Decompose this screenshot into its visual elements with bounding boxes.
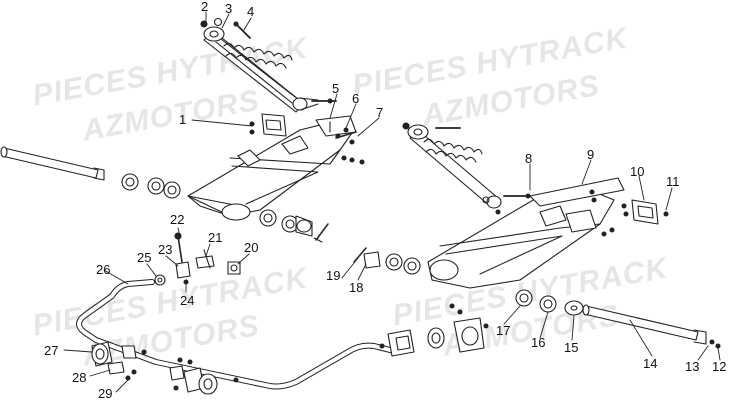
stabilizer-clamps-middle bbox=[169, 357, 239, 395]
bracket-part-1 bbox=[249, 113, 287, 137]
callout-12: 12 bbox=[712, 359, 726, 374]
callout-2: 2 bbox=[201, 0, 208, 14]
callout-6: 6 bbox=[352, 91, 359, 106]
callout-8: 8 bbox=[525, 151, 532, 166]
bushings-left-lower bbox=[259, 209, 329, 243]
bolts-6-7 bbox=[335, 127, 365, 165]
callout-16: 16 bbox=[531, 335, 545, 350]
bushings-left-upper bbox=[121, 173, 181, 199]
callout-22: 22 bbox=[170, 212, 184, 227]
rear-axle-rod bbox=[582, 304, 721, 349]
a-arm-left bbox=[187, 115, 357, 221]
shock-absorber-left bbox=[200, 17, 337, 113]
callout-23: 23 bbox=[158, 242, 172, 257]
callout-5: 5 bbox=[332, 81, 339, 96]
callout-19: 19 bbox=[326, 268, 340, 283]
callout-25: 25 bbox=[137, 250, 151, 265]
bushings-right-upper bbox=[353, 247, 421, 275]
callout-28: 28 bbox=[72, 370, 86, 385]
callout-1: 1 bbox=[179, 112, 186, 127]
callout-3: 3 bbox=[225, 1, 232, 16]
callout-9: 9 bbox=[587, 147, 594, 162]
callout-14: 14 bbox=[643, 356, 657, 371]
callout-26: 26 bbox=[96, 262, 110, 277]
callout-21: 21 bbox=[208, 230, 222, 245]
callout-7: 7 bbox=[376, 105, 383, 120]
stabilizer-link-parts bbox=[154, 232, 241, 286]
callout-20: 20 bbox=[244, 240, 258, 255]
callout-15: 15 bbox=[564, 340, 578, 355]
shock-absorber-right bbox=[402, 122, 531, 215]
callout-11: 11 bbox=[666, 174, 680, 189]
callout-labels: 1 2 3 4 5 6 7 8 9 10 11 12 13 14 15 16 1… bbox=[44, 0, 726, 400]
leader-lines bbox=[63, 11, 721, 393]
front-axle-rod bbox=[0, 146, 105, 181]
callout-24: 24 bbox=[180, 293, 194, 308]
callout-10: 10 bbox=[630, 164, 644, 179]
stabilizer-clamps-right bbox=[379, 303, 489, 357]
callout-17: 17 bbox=[496, 323, 510, 338]
callout-4: 4 bbox=[247, 4, 254, 19]
stabilizer-bar bbox=[76, 279, 401, 390]
callout-18: 18 bbox=[349, 280, 363, 295]
callout-27: 27 bbox=[44, 343, 58, 358]
stabilizer-clamps-left bbox=[91, 341, 147, 381]
callout-29: 29 bbox=[98, 386, 112, 400]
a-arm-right bbox=[427, 177, 625, 289]
callout-13: 13 bbox=[685, 359, 699, 374]
bushings-right-lower bbox=[515, 289, 584, 316]
bracket-part-10 bbox=[621, 199, 669, 225]
